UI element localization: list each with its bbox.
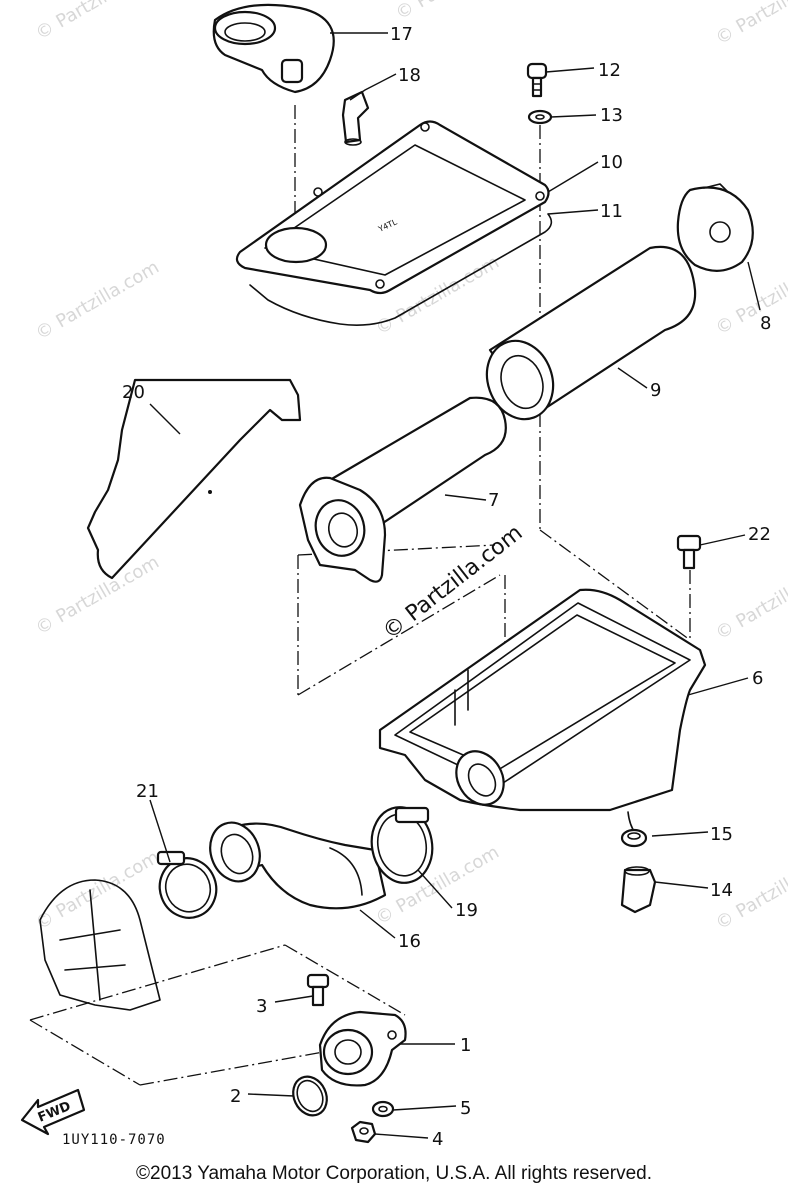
callout-14: 14 — [710, 880, 733, 901]
part-22-screw — [676, 534, 702, 570]
callout-8: 8 — [760, 313, 771, 334]
callout-5: 5 — [460, 1098, 471, 1119]
callout-9: 9 — [650, 380, 661, 401]
callout-2: 2 — [230, 1086, 241, 1107]
carburetor-outline — [39, 879, 161, 1011]
watermark: © Partzilla.com — [32, 552, 163, 640]
callout-1: 1 — [460, 1035, 471, 1056]
part-16-joint — [209, 821, 387, 910]
callout-3: 3 — [256, 996, 267, 1017]
callout-11: 11 — [600, 201, 623, 222]
callout-15: 15 — [710, 824, 733, 845]
part-7-filter-guide — [298, 396, 507, 583]
callouts: 17 18 12 13 10 11 8 9 20 7 22 6 21 15 14… — [122, 24, 771, 1150]
callout-21: 21 — [136, 781, 159, 802]
callout-13: 13 — [600, 105, 623, 126]
watermark: © Partzilla.com — [32, 0, 163, 44]
callout-12: 12 — [598, 60, 621, 81]
watermark: © Partzilla.com — [712, 0, 788, 49]
part-8-cap — [676, 183, 754, 272]
part-18-elbow — [341, 90, 370, 146]
part-1-flange — [318, 1010, 407, 1087]
part-2-o-ring — [292, 1075, 328, 1117]
callout-7: 7 — [488, 490, 499, 511]
part-12-bolt — [526, 62, 548, 98]
part-5-washer — [371, 1100, 395, 1118]
callout-20: 20 — [122, 382, 145, 403]
part-15-clamp — [620, 828, 648, 848]
part-11-gasket — [249, 213, 553, 326]
callout-17: 17 — [390, 24, 413, 45]
part-3-bolt — [306, 973, 330, 1007]
part-17-snorkel — [212, 3, 335, 94]
part-4-nut — [350, 1120, 377, 1144]
fwd-arrow: FWD — [20, 1088, 86, 1136]
part-9-filter — [485, 245, 697, 421]
part-14-cap — [620, 866, 657, 914]
watermark: © Partzilla.com — [392, 0, 523, 24]
callout-19: 19 — [455, 900, 478, 921]
callout-18: 18 — [398, 65, 421, 86]
part-21-clamp — [156, 850, 218, 919]
part-19-clamp — [370, 806, 434, 884]
callout-10: 10 — [600, 152, 623, 173]
drawing-code: 1UY110-7070 — [62, 1132, 166, 1148]
part-13-washer — [527, 109, 553, 125]
callout-16: 16 — [398, 931, 421, 952]
part-10-cover: Y4TL — [235, 120, 550, 295]
part-20-plate — [86, 378, 302, 580]
copyright-notice: ©2013 Yamaha Motor Corporation, U.S.A. A… — [136, 1163, 652, 1184]
watermark: © Partzilla.com — [32, 847, 163, 935]
callout-6: 6 — [752, 668, 763, 689]
watermark: © Partzilla.com — [32, 257, 163, 345]
parts-diagram: © Partzilla.com © Partzilla.com © Partzi… — [20, 0, 788, 1150]
callout-22: 22 — [748, 524, 771, 545]
watermark: © Partzilla.com — [712, 557, 788, 645]
callout-4: 4 — [432, 1129, 443, 1150]
part-6-case — [378, 588, 707, 839]
leader-lines — [149, 32, 761, 1139]
